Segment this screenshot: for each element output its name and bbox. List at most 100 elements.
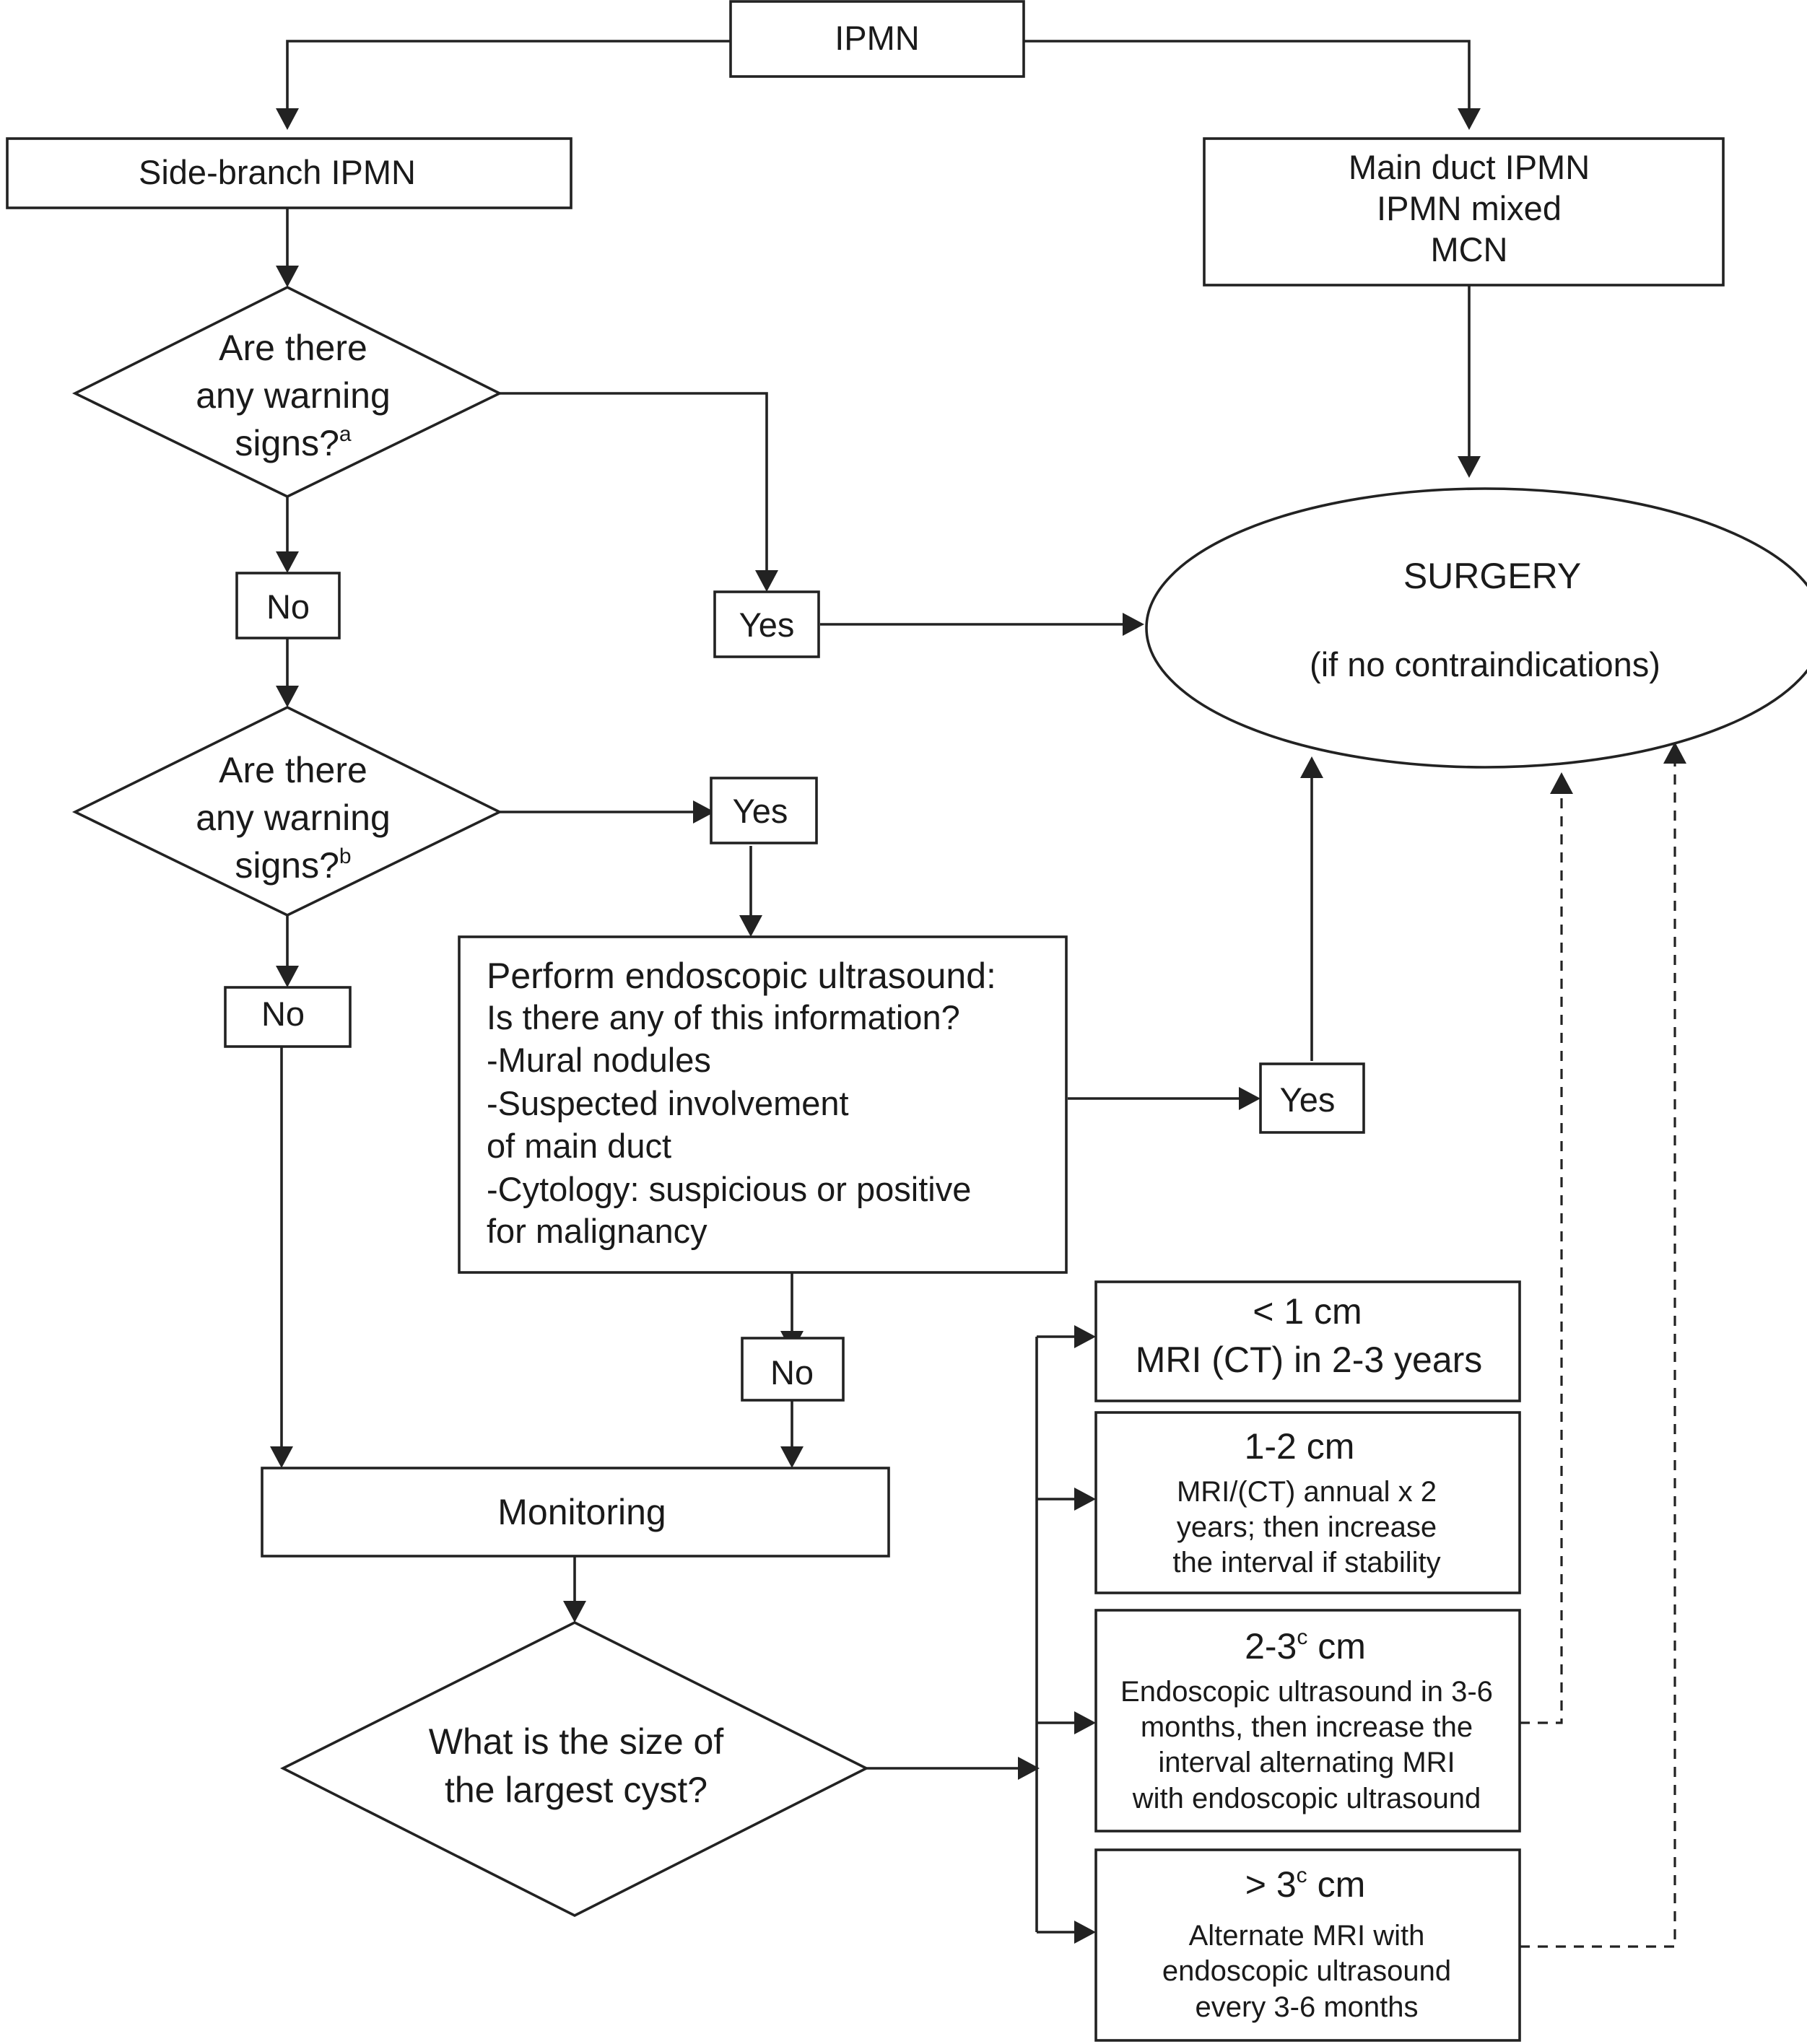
arrowhead-monitoring-right xyxy=(780,1446,804,1468)
warning-b-question-line-1: Are there xyxy=(219,750,367,790)
yes-2-box xyxy=(710,777,818,844)
connector-warning-a-to-yes xyxy=(500,392,768,570)
main-duct-label-line-2: IPMN mixed xyxy=(1377,189,1562,227)
warning-a-diamond xyxy=(71,285,503,499)
size-1-2-line-2: years; then increase xyxy=(1177,1511,1437,1543)
size-2-3-line-4: with endoscopic ultrasound xyxy=(1132,1783,1481,1814)
size-2-3-title-main: 2-3 xyxy=(1245,1626,1297,1667)
dashed-connectors xyxy=(1520,764,1676,1948)
size-2-3-line-1: Endoscopic ultrasound in 3-6 xyxy=(1120,1676,1493,1708)
arrowhead-dashed-2-3 xyxy=(1550,772,1573,794)
no-2-label: No xyxy=(261,995,305,1033)
eus-line-2: -Mural nodules xyxy=(487,1041,711,1079)
dashed-gt3-to-surgery xyxy=(1520,764,1676,1948)
size-2-3-title-unit: cm xyxy=(1307,1626,1366,1667)
eus-line-4: of main duct xyxy=(487,1127,671,1165)
dashed-2-3-to-surgery xyxy=(1520,794,1563,1724)
arrowhead-gt3 xyxy=(1074,1921,1096,1944)
arrowheads xyxy=(270,108,1686,1944)
yes-1-box xyxy=(713,590,820,658)
eus-title: Perform endoscopic ultrasound: xyxy=(487,956,996,996)
warning-a-question-line-3: signs?a xyxy=(235,422,352,463)
arrowhead-eus xyxy=(739,915,762,937)
arrowhead-surgery-bottom xyxy=(1300,756,1323,778)
size-gt3-line-1: Alternate MRI with xyxy=(1189,1920,1425,1952)
eus-line-3: -Suspected involvement xyxy=(487,1084,849,1122)
warning-a-question-line-1: Are there xyxy=(219,328,367,368)
eus-line-6: for malignancy xyxy=(487,1212,707,1250)
surgery-subtitle: (if no contraindications) xyxy=(1310,645,1660,683)
arrowhead-size-question xyxy=(563,1601,586,1622)
side-branch-label: Side-branch IPMN xyxy=(139,153,416,191)
connector-ipmn-to-side-branch xyxy=(286,40,731,108)
connectors xyxy=(280,40,1471,1934)
warning-b-question-line-3: signs?b xyxy=(235,844,351,886)
arrowhead-1-2 xyxy=(1074,1488,1096,1511)
warning-a-question-text: signs? xyxy=(235,423,339,463)
side-branch-box xyxy=(6,137,572,209)
size-gt3-line-3: every 3-6 months xyxy=(1195,1991,1418,2023)
eus-line-1: Is there any of this information? xyxy=(487,998,960,1036)
arrowhead-branch xyxy=(1018,1757,1040,1780)
warning-b-question-text: signs? xyxy=(235,845,339,886)
size-question-diamond xyxy=(279,1620,870,1918)
size-2-3-line-2: months, then increase the xyxy=(1141,1711,1473,1743)
arrowhead-side-branch xyxy=(276,108,299,130)
arrowhead-dashed-gt3 xyxy=(1663,742,1686,764)
arrowhead-yes-3 xyxy=(1239,1087,1260,1110)
size-2-3-footnote-mark: c xyxy=(1297,1625,1307,1649)
size-question-line-2: the largest cyst? xyxy=(445,1770,707,1810)
size-lt1-line-1: MRI (CT) in 2-3 years xyxy=(1136,1340,1483,1380)
arrowhead-no-1 xyxy=(276,551,299,573)
connector-ipmn-to-main-duct xyxy=(1024,40,1471,108)
no-1-label: No xyxy=(266,588,310,626)
size-gt3-line-2: endoscopic ultrasound xyxy=(1162,1955,1451,1987)
size-gt3-title-main: > 3 xyxy=(1245,1864,1297,1905)
arrowhead-surgery-left xyxy=(1123,613,1144,636)
main-duct-label-line-1: Main duct IPMN xyxy=(1349,148,1590,186)
arrowhead-no-2 xyxy=(276,966,299,987)
ipmn-box xyxy=(729,0,1025,78)
size-gt3-title: > 3c cm xyxy=(1245,1864,1365,1905)
yes-2-label: Yes xyxy=(733,792,788,830)
size-question-line-1: What is the size of xyxy=(429,1721,724,1762)
eus-box xyxy=(458,935,1068,1274)
warning-b-footnote-mark: b xyxy=(339,844,352,868)
monitoring-box xyxy=(261,1467,890,1558)
size-1-2-title: 1-2 cm xyxy=(1245,1426,1355,1467)
arrowhead-surgery-top xyxy=(1458,456,1481,478)
warning-b-question-line-2: any warning xyxy=(196,798,391,838)
no-1-box xyxy=(235,572,341,639)
eus-line-5: -Cytology: suspicious or positive xyxy=(487,1170,971,1208)
arrowhead-warning-a xyxy=(276,266,299,287)
arrowhead-yes-2 xyxy=(693,800,715,824)
arrowhead-warning-b xyxy=(276,686,299,707)
size-gt3-box xyxy=(1094,1848,1521,2042)
yes-3-box xyxy=(1259,1062,1365,1134)
warning-b-diamond xyxy=(71,705,503,917)
size-2-3-title: 2-3c cm xyxy=(1245,1625,1366,1667)
surgery-ellipse xyxy=(1145,487,1807,769)
size-lt1-title: < 1 cm xyxy=(1253,1291,1362,1332)
main-duct-label-line-3: MCN xyxy=(1430,230,1507,268)
size-2-3-line-3: interval alternating MRI xyxy=(1158,1747,1455,1778)
size-1-2-line-1: MRI/(CT) annual x 2 xyxy=(1177,1476,1437,1508)
surgery-title: SURGERY xyxy=(1403,556,1581,596)
node-shapes xyxy=(6,0,1807,2042)
size-gt3-footnote-mark: c xyxy=(1297,1864,1307,1887)
size-1-2-line-3: the interval if stability xyxy=(1172,1547,1440,1578)
size-1-2-box xyxy=(1094,1411,1521,1594)
size-gt3-title-unit: cm xyxy=(1307,1864,1366,1905)
arrowhead-main-duct xyxy=(1458,108,1481,130)
no-3-box xyxy=(741,1337,845,1402)
warning-a-footnote-mark: a xyxy=(339,422,352,446)
arrowhead-monitoring-left xyxy=(270,1446,293,1468)
size-lt1-box xyxy=(1094,1280,1521,1402)
arrowhead-lt1 xyxy=(1074,1325,1096,1348)
no-2-box xyxy=(224,986,352,1048)
yes-1-label: Yes xyxy=(739,606,795,644)
size-2-3-box xyxy=(1094,1609,1521,1833)
no-3-label: No xyxy=(770,1353,814,1392)
